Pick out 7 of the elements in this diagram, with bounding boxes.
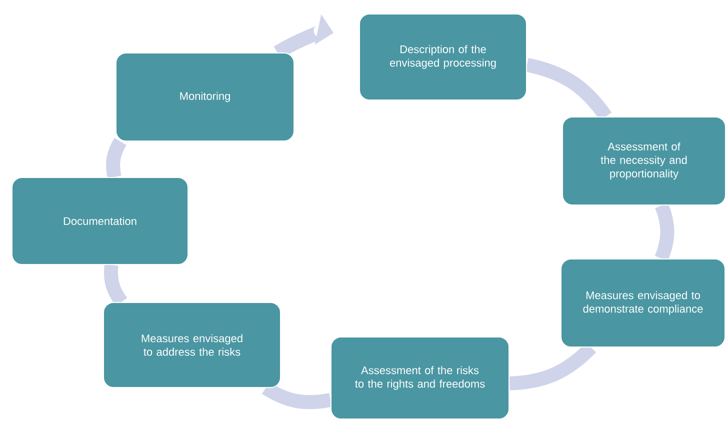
process-box: Measures envisaged to address the risks (103, 302, 281, 388)
process-box: Assessment of the necessity and proportionality (562, 116, 726, 206)
process-box: Measures envisaged to demonstrate compliance (560, 258, 726, 348)
process-box: Monitoring (116, 52, 294, 142)
process-box: Assessment of the risks to the rights and freedoms (330, 336, 510, 420)
process-box: Description of the envisaged processing (359, 14, 527, 100)
process-box: Documentation (12, 177, 188, 265)
